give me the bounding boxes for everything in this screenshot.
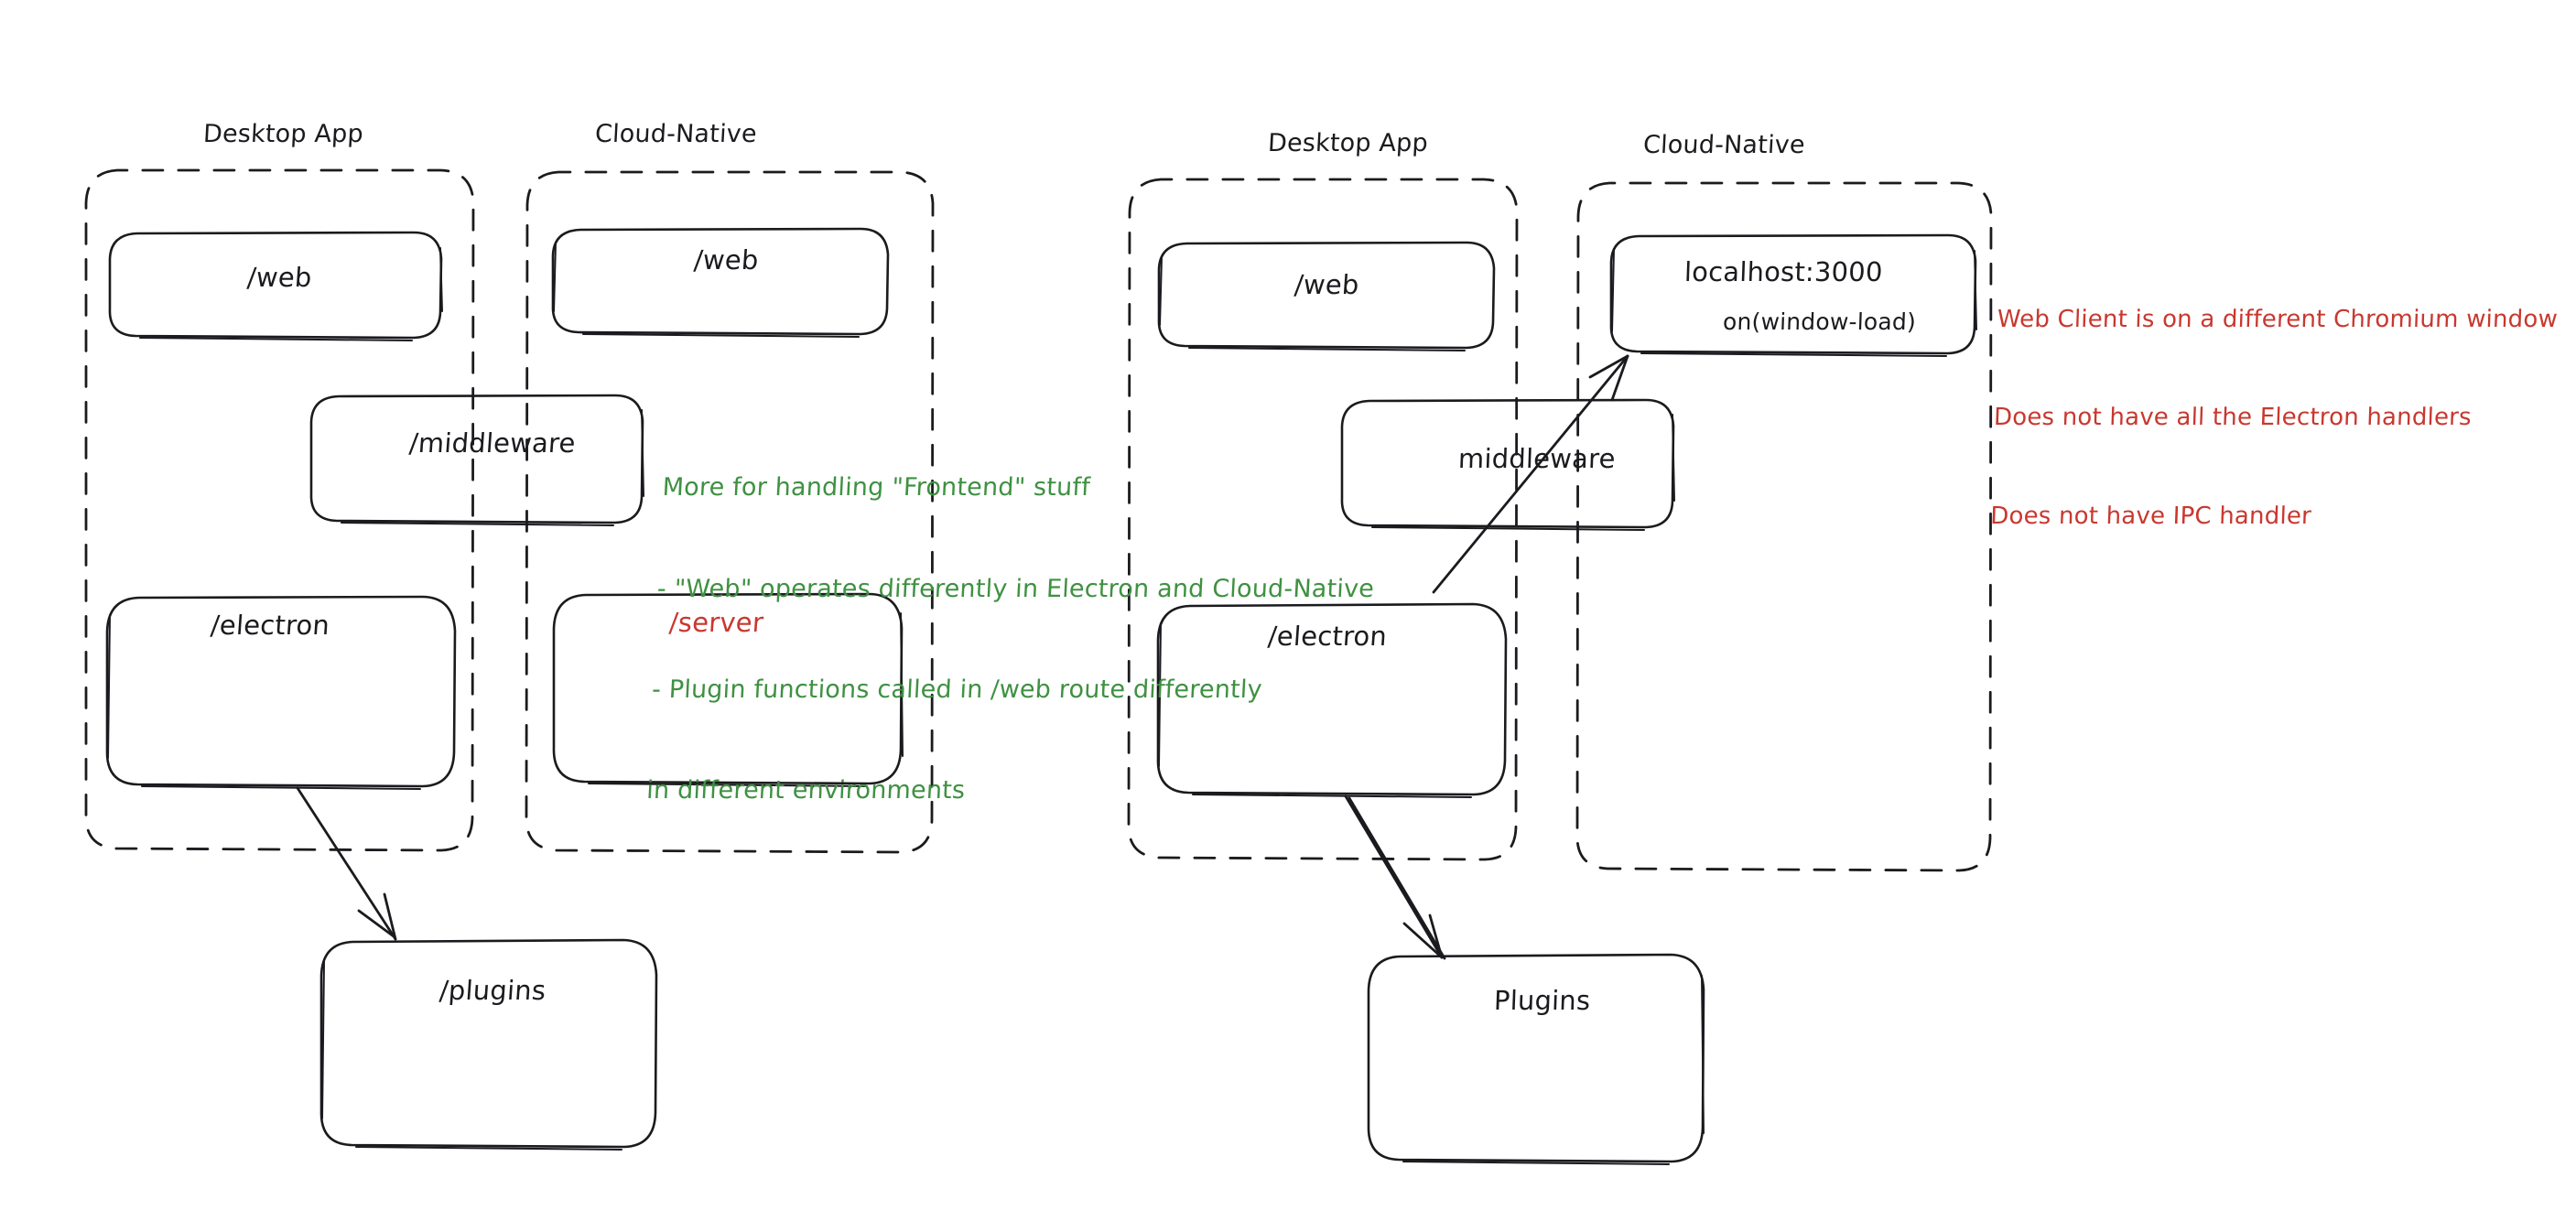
green-annotation-note: More for handling "Frontend" stuff - "We… — [643, 405, 1384, 875]
red-annotation-line-1: Web Client is on a different Chromium wi… — [1997, 305, 2559, 333]
left-middleware-box-label[interactable]: /middleware — [407, 427, 577, 459]
right-desktop-group-border — [1127, 178, 1519, 861]
right-electron-to-localhost-arrow — [1432, 354, 1629, 594]
left-cloud-group-border — [525, 170, 935, 854]
right-localhost-box-sublabel: on(window-load) — [1722, 308, 1917, 335]
left-plugins-box-label[interactable]: /plugins — [438, 975, 547, 1006]
left-desktop-web-box-border — [108, 231, 443, 341]
left-desktop-web-box-label[interactable]: /web — [245, 262, 313, 293]
right-plugins-box-border — [1367, 953, 1705, 1165]
green-annotation-line-3: - Plugin functions called in /web route … — [651, 675, 1263, 704]
red-annotation-note: Web Client is on a different Chromium wi… — [1987, 238, 2560, 600]
red-annotation-line-3: Does not have IPC handler — [1989, 503, 2312, 530]
green-annotation-line-4: in different environments — [645, 775, 967, 805]
right-desktop-group-title: Desktop App — [1267, 129, 1429, 157]
right-localhost-box-border — [1609, 233, 1977, 357]
right-plugins-box-label[interactable]: Plugins — [1493, 985, 1591, 1016]
left-electron-box-label[interactable]: /electron — [209, 610, 331, 641]
right-desktop-web-box-label[interactable]: /web — [1293, 269, 1360, 300]
left-electron-to-plugins-arrow — [296, 786, 397, 941]
green-annotation-line-2: - "Web" operates differently in Electron… — [656, 574, 1375, 603]
right-cloud-group-title: Cloud-Native — [1642, 131, 1806, 159]
left-plugins-box-border — [319, 938, 658, 1151]
left-cloud-web-box-border — [551, 227, 890, 338]
right-desktop-web-box-border — [1157, 241, 1496, 351]
left-server-box-border — [552, 592, 904, 787]
left-desktop-group-title: Desktop App — [202, 120, 364, 148]
left-cloud-web-box-label[interactable]: /web — [692, 244, 760, 276]
right-electron-box-border — [1156, 602, 1508, 798]
right-cloud-group-border — [1575, 181, 1993, 872]
red-annotation-line-2: Does not have all the Electron handlers — [1993, 404, 2473, 432]
right-middleware-box-border — [1340, 398, 1675, 531]
green-annotation-line-1: More for handling "Frontend" stuff — [661, 473, 1091, 503]
right-electron-to-plugins-arrow — [1344, 794, 1446, 960]
left-desktop-group-border — [84, 168, 475, 852]
left-middleware-box-border — [309, 394, 644, 526]
right-middleware-box-label[interactable]: middleware — [1457, 443, 1617, 474]
left-cloud-group-title: Cloud-Native — [594, 120, 758, 148]
left-electron-box-border — [105, 595, 457, 790]
right-localhost-box-label[interactable]: localhost:3000 — [1683, 256, 1884, 287]
